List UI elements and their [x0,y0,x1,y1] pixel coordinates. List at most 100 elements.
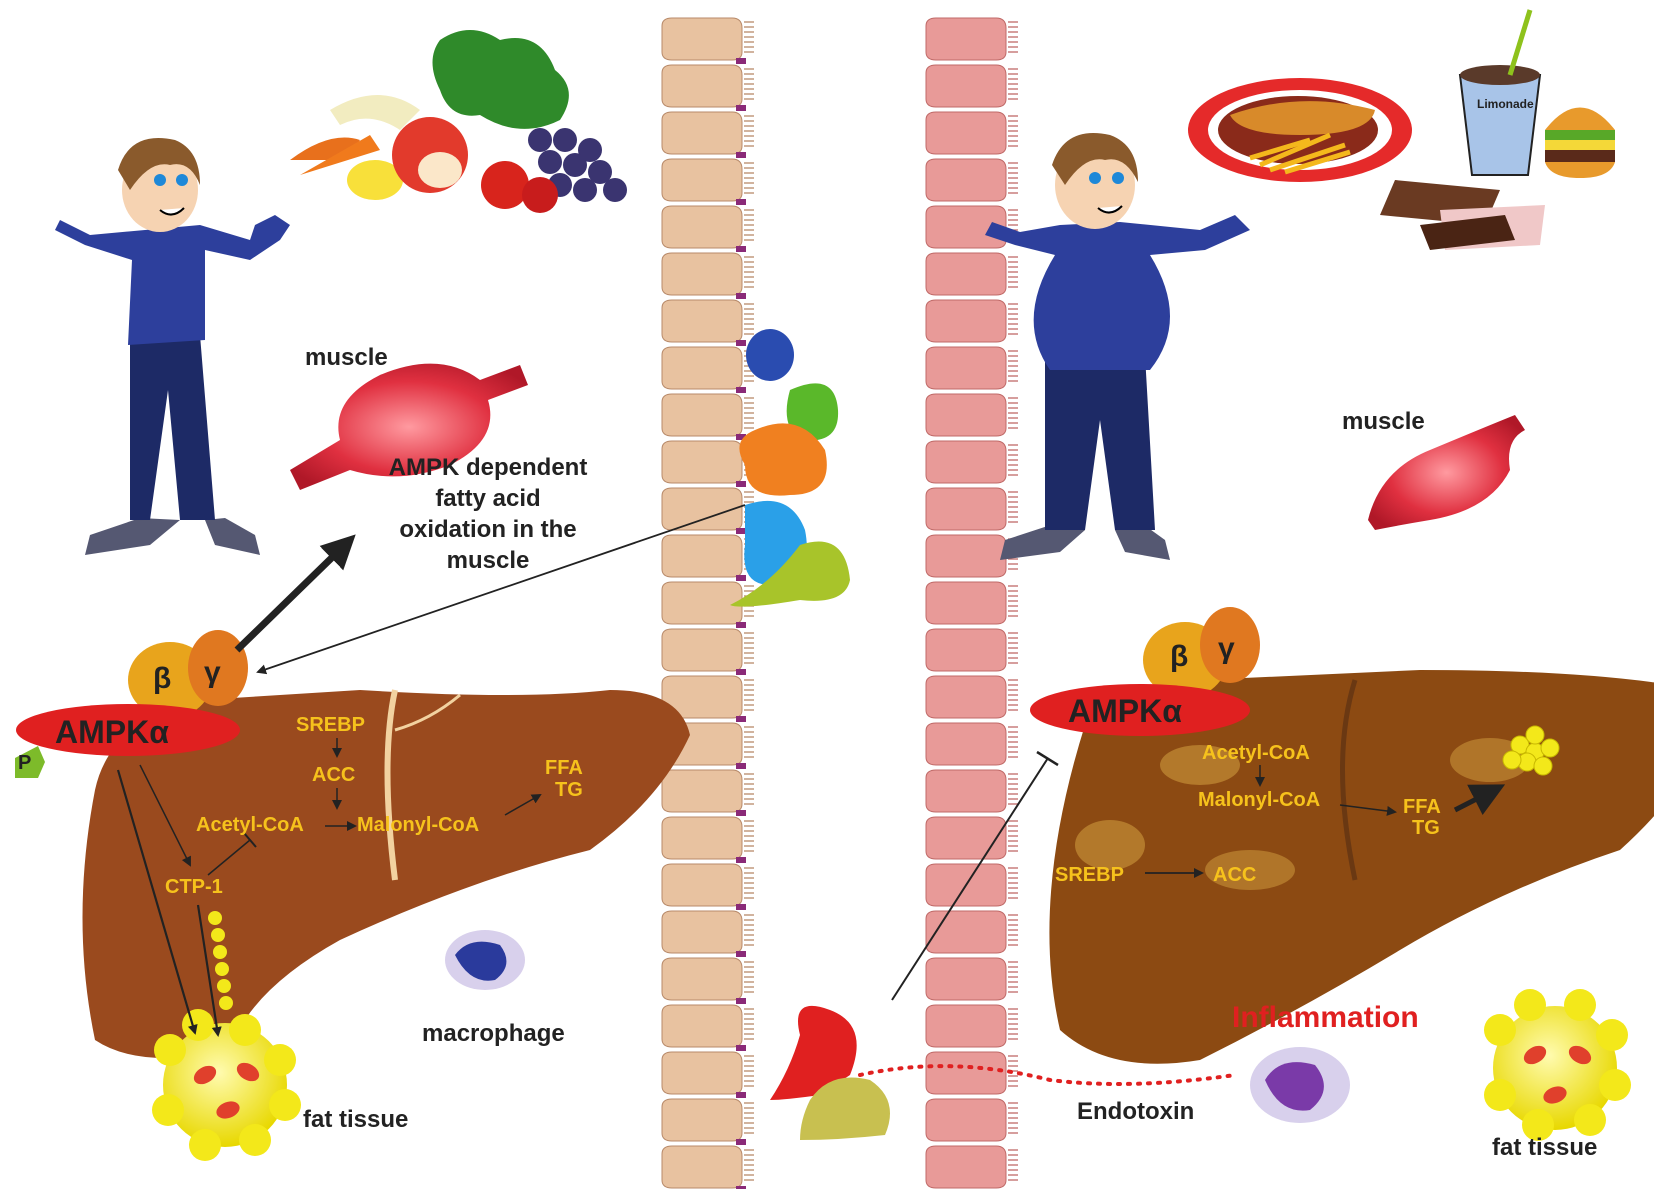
acetyl-coa-label-left: Acetyl-CoA [196,814,304,836]
tight-junction [736,58,746,64]
acc-label-left: ACC [312,764,356,786]
epithelial-cell [661,111,743,155]
inhibit-bar-left [243,832,257,848]
epithelial-cell [925,581,1007,625]
epithelial-cell [661,205,743,249]
epithelial-cell [661,910,743,954]
healthy-microbiota-icon [730,329,850,607]
epithelial-cell [661,816,743,860]
tight-junction [736,481,746,487]
malonyl-inhibits-ctp [207,839,251,876]
tight-junction [736,387,746,393]
epithelial-cell [925,675,1007,719]
ctp-label: CTP-1 [165,876,223,898]
epithelial-cell [925,346,1007,390]
epithelial-cell [661,64,743,108]
tight-junction [736,340,746,346]
tight-junction [736,904,746,910]
limonade-label: Limonade [1477,97,1534,111]
acetyl-coa-label-right: Acetyl-CoA [1202,742,1310,764]
epithelial-cell [925,957,1007,1001]
epithelial-cell [925,1004,1007,1048]
gamma-subunit-right: γ [1218,632,1235,665]
tight-junction [736,669,746,675]
fat-tissue-label-right: fat tissue [1492,1134,1598,1161]
tight-junction [736,152,746,158]
phospho-label: P [18,752,32,774]
ampk-to-fat-arrow [116,769,198,1035]
muscle-obese-icon [1368,415,1525,530]
srebp-label-right: SREBP [1055,864,1124,886]
ampk-complex-right [1030,607,1260,736]
epithelial-cell [925,769,1007,813]
tight-junction [736,716,746,722]
tight-junction [736,528,746,534]
epithelial-cell [925,910,1007,954]
fat-tissue-label-left: fat tissue [303,1106,409,1133]
gut-lining-healthy [661,17,754,1192]
epithelial-cell [925,17,1007,61]
epithelial-cell [661,628,743,672]
muscle-label-right: muscle [1342,408,1425,435]
healthy-food-icon [290,30,627,213]
malonyl-coa-label-right: Malonyl-CoA [1198,789,1321,811]
epithelial-cell [661,1145,743,1189]
epithelial-cell [925,722,1007,766]
lipid-droplet-cluster [1502,725,1560,776]
epithelial-cell [925,299,1007,343]
macrophage-label: macrophage [422,1020,565,1047]
tight-junction [736,575,746,581]
oxidation-text: AMPK dependent fatty acid oxidation in t… [368,452,608,576]
epithelial-cell [925,816,1007,860]
endotoxin-inhibits-ampk [891,757,1049,1001]
epithelial-cell [661,487,743,531]
endotoxin-trail [858,1064,1237,1086]
tight-junction [736,951,746,957]
ffa-label-right: FFA [1403,796,1441,818]
tg-label-left: TG [555,779,583,801]
ctp-to-fat-arrow [196,904,222,1037]
big-arrow-to-muscle [234,534,356,653]
ampk-alpha-right: AMPKα [1068,693,1182,729]
ffa-label-left: FFA [545,757,583,779]
tg-to-droplet-arrow [1453,784,1506,815]
microbiota-to-ampk-arrow [256,504,746,675]
epithelial-cell [661,1004,743,1048]
malonyl-coa-label-left: Malonyl-CoA [357,814,480,836]
epithelial-cell [925,1098,1007,1142]
tight-junction [736,1045,746,1051]
fat-tissue-obese-icon [1484,989,1631,1141]
epithelial-cell [925,440,1007,484]
tg-label-right: TG [1412,817,1440,839]
fat-droplet-chain [208,911,233,1010]
epithelial-cell [925,628,1007,672]
oxidation-line-1: AMPK dependent [388,454,588,481]
epithelial-cell [925,534,1007,578]
epithelial-cell [925,111,1007,155]
epithelial-cell [925,487,1007,531]
gamma-subunit-left: γ [204,656,221,689]
tight-junction [736,810,746,816]
muscle-healthy-icon [290,363,528,490]
tight-junction [736,622,746,628]
ampk-alpha-left: AMPKα [55,714,169,750]
epithelial-cell [661,1051,743,1095]
tight-junction [736,105,746,111]
malonyl-to-ffa-arrow [504,794,542,816]
ampk-complex-left [15,630,248,778]
tight-junction [736,763,746,769]
pathogenic-bacteria-icon [770,1005,890,1140]
epithelial-cell [661,863,743,907]
epithelial-cell [661,299,743,343]
beta-subunit-left: β [153,662,172,695]
oxidation-line-2: fatty acid [435,485,541,512]
epithelial-cell [661,158,743,202]
inhibit-bar-right [1036,750,1059,767]
epithelial-cell [925,64,1007,108]
oxidation-line-4: muscle [446,547,530,574]
macrophage-icon [445,930,525,990]
obese-person [985,133,1250,560]
epithelial-cell [661,17,743,61]
